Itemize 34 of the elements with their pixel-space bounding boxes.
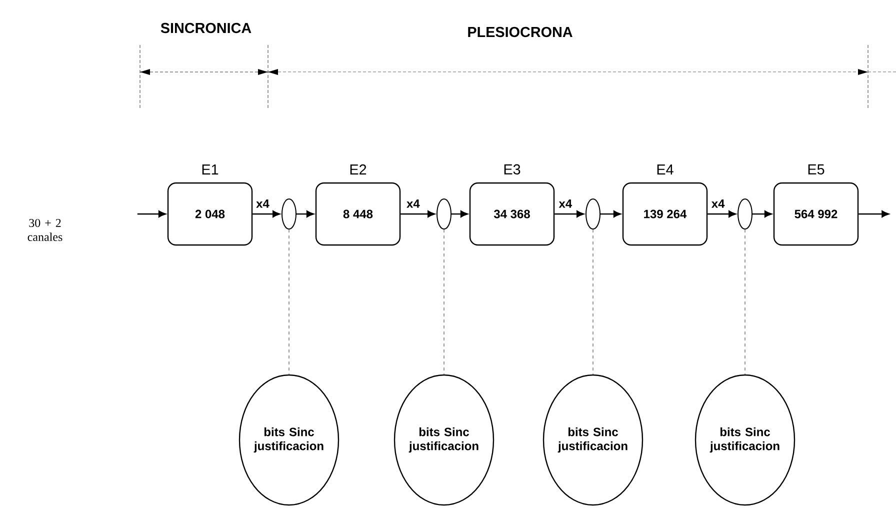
connector [252,210,280,218]
stage-box: 34 368 [469,182,555,246]
connector [296,210,314,218]
edge-label: x4 [711,200,725,208]
stage-label: E3 [504,164,520,174]
edge-label: x4 [558,200,572,208]
multiplexer-symbol [282,198,296,230]
span-label: PLESIOCRONA [468,26,572,38]
connector [137,210,166,218]
multiplexer-symbol [738,198,752,230]
connector [452,210,468,218]
edge-label: x4 [406,200,420,208]
connector [600,210,621,218]
connector [708,210,736,218]
stage-box: 2 048 [167,182,253,246]
connector [288,229,290,375]
input-label: 30 + 2 canales [28,218,62,242]
connector [752,210,772,218]
stage-box: 8 448 [315,182,401,246]
stage-label: E1 [202,164,218,174]
stage-box: 564 992 [773,182,859,246]
multiplexer-symbol [586,198,600,230]
stage-label: E2 [350,164,366,174]
stage-box: 139 264 [622,182,708,246]
edge-label: x4 [256,200,270,208]
stage-label: E4 [657,164,674,174]
connector [744,229,746,375]
connector [554,210,584,218]
connector [400,210,435,218]
span-label: SINCRONICA [160,22,252,34]
connector [592,229,594,375]
stage-label: E5 [808,164,824,174]
multiplexer-symbol [436,198,452,230]
connector [858,210,890,218]
